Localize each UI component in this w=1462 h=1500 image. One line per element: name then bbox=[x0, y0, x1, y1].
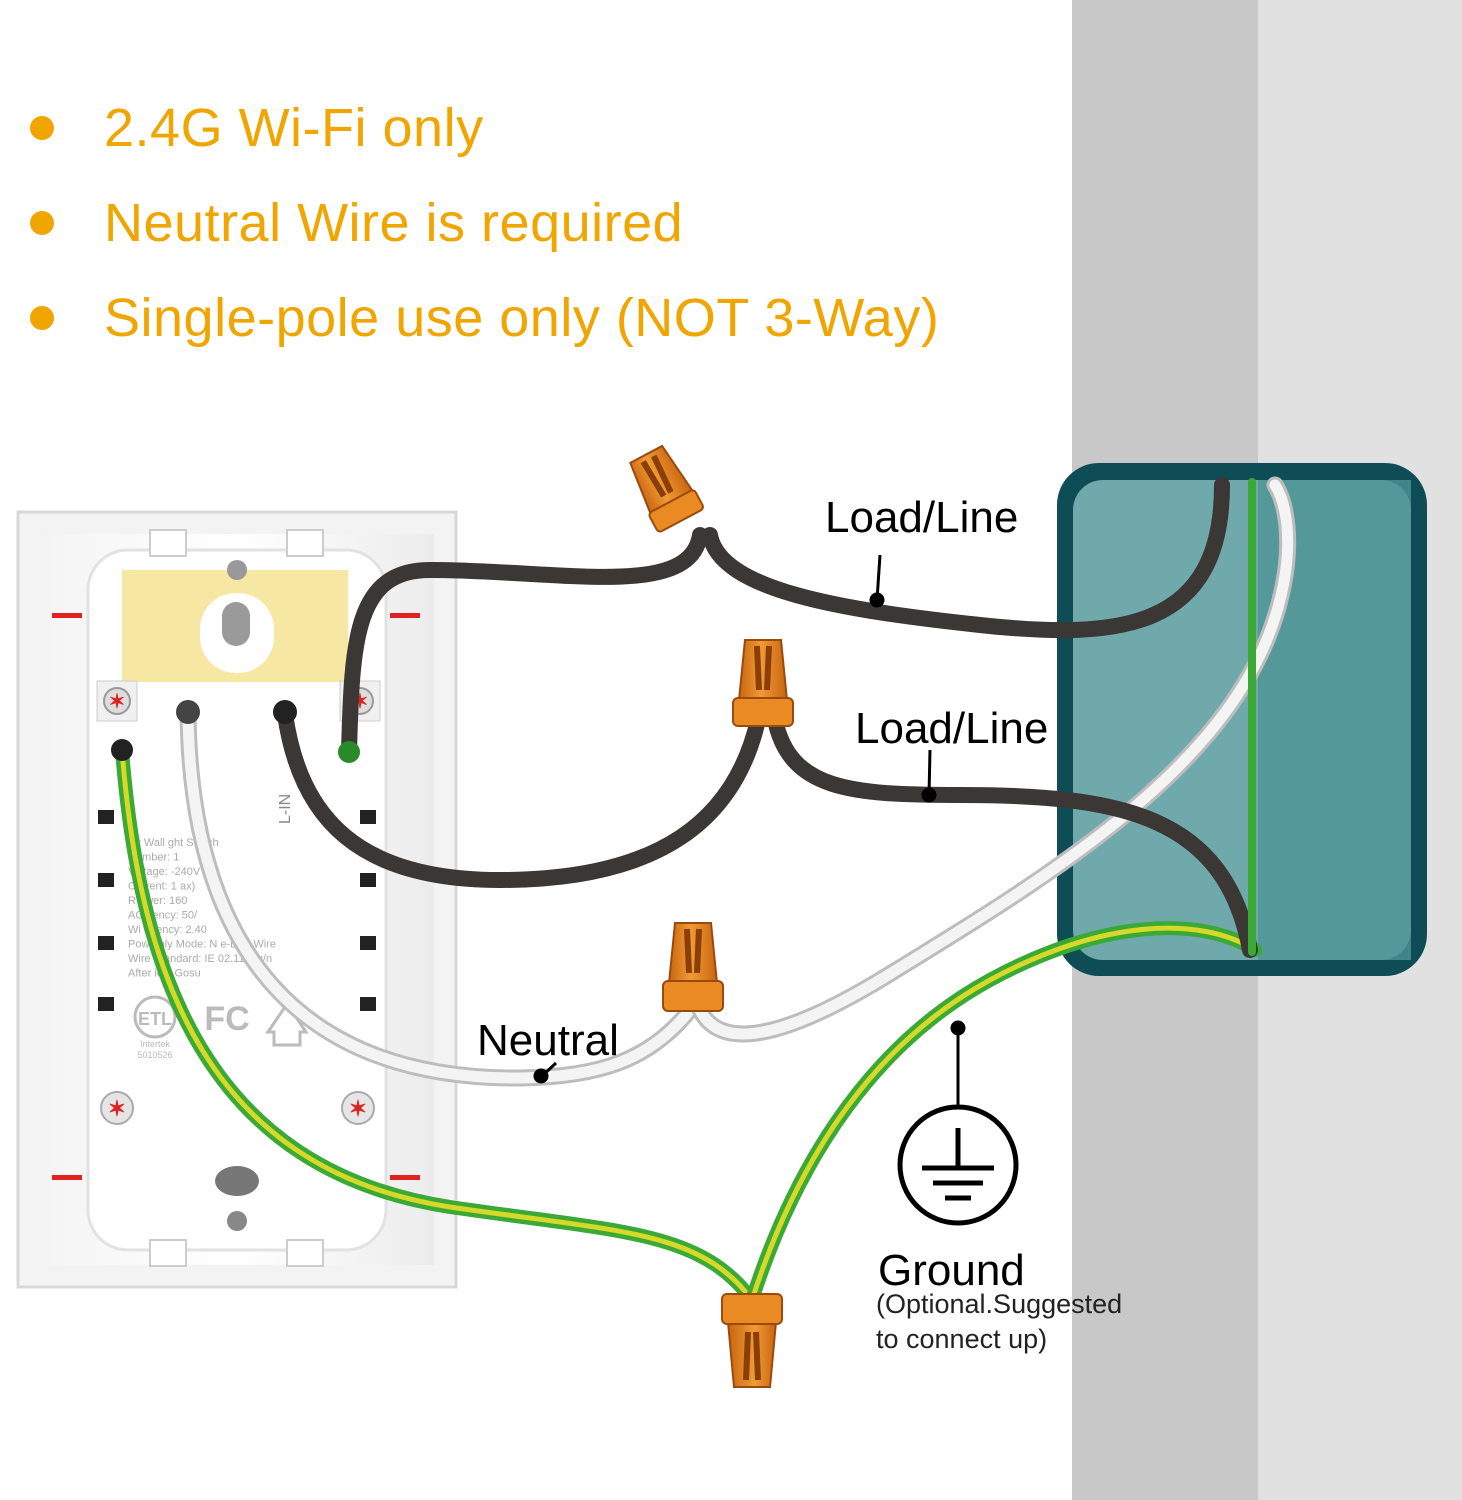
svg-text:✶: ✶ bbox=[108, 1096, 126, 1121]
ground-note-line1: (Optional.Suggested bbox=[876, 1289, 1122, 1319]
etl-mark-label: ETL bbox=[138, 1009, 172, 1029]
cert-number-label: 5010526 bbox=[137, 1050, 172, 1060]
terminal-label: L-IN bbox=[277, 794, 294, 824]
load-line-label-top: Load/Line bbox=[825, 493, 1018, 542]
mounting-slot-hole bbox=[222, 602, 250, 646]
terminal-hole bbox=[176, 700, 200, 724]
ground-label: Ground bbox=[878, 1246, 1025, 1295]
callouts bbox=[533, 554, 966, 1107]
ground-symbol-icon bbox=[897, 1104, 1019, 1226]
intertek-label: Intertek bbox=[140, 1039, 171, 1049]
svg-text:✶: ✶ bbox=[349, 1096, 367, 1121]
requirement-item: 2.4G Wi-Fi only bbox=[30, 80, 939, 175]
alignment-marker bbox=[390, 613, 420, 618]
side-slots bbox=[98, 810, 376, 1011]
alignment-marker bbox=[390, 1175, 420, 1180]
requirement-text: Single-pole use only (NOT 3-Way) bbox=[104, 287, 940, 348]
terminal-hole bbox=[111, 739, 133, 761]
wire-nut-icon bbox=[721, 1293, 783, 1388]
etl-mark-icon bbox=[133, 995, 177, 1039]
wire-nut-icon bbox=[662, 922, 724, 1012]
wire-nut-icon bbox=[629, 444, 704, 533]
clip-top-left bbox=[149, 529, 187, 557]
fc-mark-label: FC bbox=[204, 1000, 249, 1038]
svg-text:✶: ✶ bbox=[109, 691, 126, 713]
requirement-item: Single-pole use only (NOT 3-Way) bbox=[30, 270, 939, 365]
alignment-marker bbox=[52, 1175, 82, 1180]
load-wire-switch bbox=[341, 527, 708, 760]
screw-icon: ✶ bbox=[341, 1091, 375, 1125]
wire-nut-icon bbox=[732, 639, 794, 727]
bullet-dot-icon bbox=[30, 115, 54, 140]
certification-marks: ETL FC Intertek 5010526 bbox=[133, 995, 309, 1060]
clip-top-right bbox=[286, 529, 324, 557]
alignment-marker bbox=[52, 613, 82, 618]
terminal-hole bbox=[273, 700, 297, 724]
spec-line: Wi quency: 2.40 bbox=[128, 924, 207, 936]
bullet-dot-icon bbox=[30, 210, 54, 235]
neutral-wire-core bbox=[182, 706, 696, 1084]
neutral-label: Neutral bbox=[477, 1016, 619, 1065]
hot-wire-middle-box bbox=[767, 712, 1258, 958]
ground-wire-stripe bbox=[119, 747, 755, 1303]
spec-line: Voltage: -240V bbox=[128, 866, 201, 878]
switch-body bbox=[86, 548, 388, 1252]
clip-bottom-left bbox=[149, 1239, 187, 1267]
screw-icon: ✶ bbox=[96, 680, 138, 722]
requirement-text: Neutral Wire is required bbox=[104, 192, 684, 253]
hot-wire-lin bbox=[277, 706, 766, 889]
screw-hole-icon bbox=[227, 1211, 247, 1231]
requirements-list: 2.4G Wi-Fi only Neutral Wire is required… bbox=[30, 80, 939, 365]
requirement-text: 2.4G Wi-Fi only bbox=[104, 97, 484, 158]
terminal-hole bbox=[338, 741, 360, 763]
ground-wire-box-stripe bbox=[749, 925, 1258, 1303]
wires bbox=[115, 476, 1297, 1307]
switch-device: ✶ ✶ ✶ ✶ L-IN art Wall ght Switch Number:… bbox=[16, 510, 458, 1289]
junction-box bbox=[1057, 463, 1427, 976]
spec-line: AC uency: 50/ bbox=[128, 910, 198, 922]
neutral-wire-box-core bbox=[694, 479, 1294, 1040]
terminals bbox=[111, 700, 360, 763]
screw-icon: ✶ bbox=[100, 1091, 134, 1125]
requirement-item: Neutral Wire is required bbox=[30, 175, 939, 270]
ground-note-line2: to connect up) bbox=[876, 1324, 1047, 1354]
bullet-dot-icon bbox=[30, 305, 54, 330]
clip-bottom-right bbox=[286, 1239, 324, 1267]
load-wire-box bbox=[702, 477, 1230, 639]
load-line-label-middle: Load/Line bbox=[855, 704, 1048, 753]
screw-hole-icon bbox=[227, 560, 247, 580]
bottom-knob bbox=[215, 1166, 259, 1196]
